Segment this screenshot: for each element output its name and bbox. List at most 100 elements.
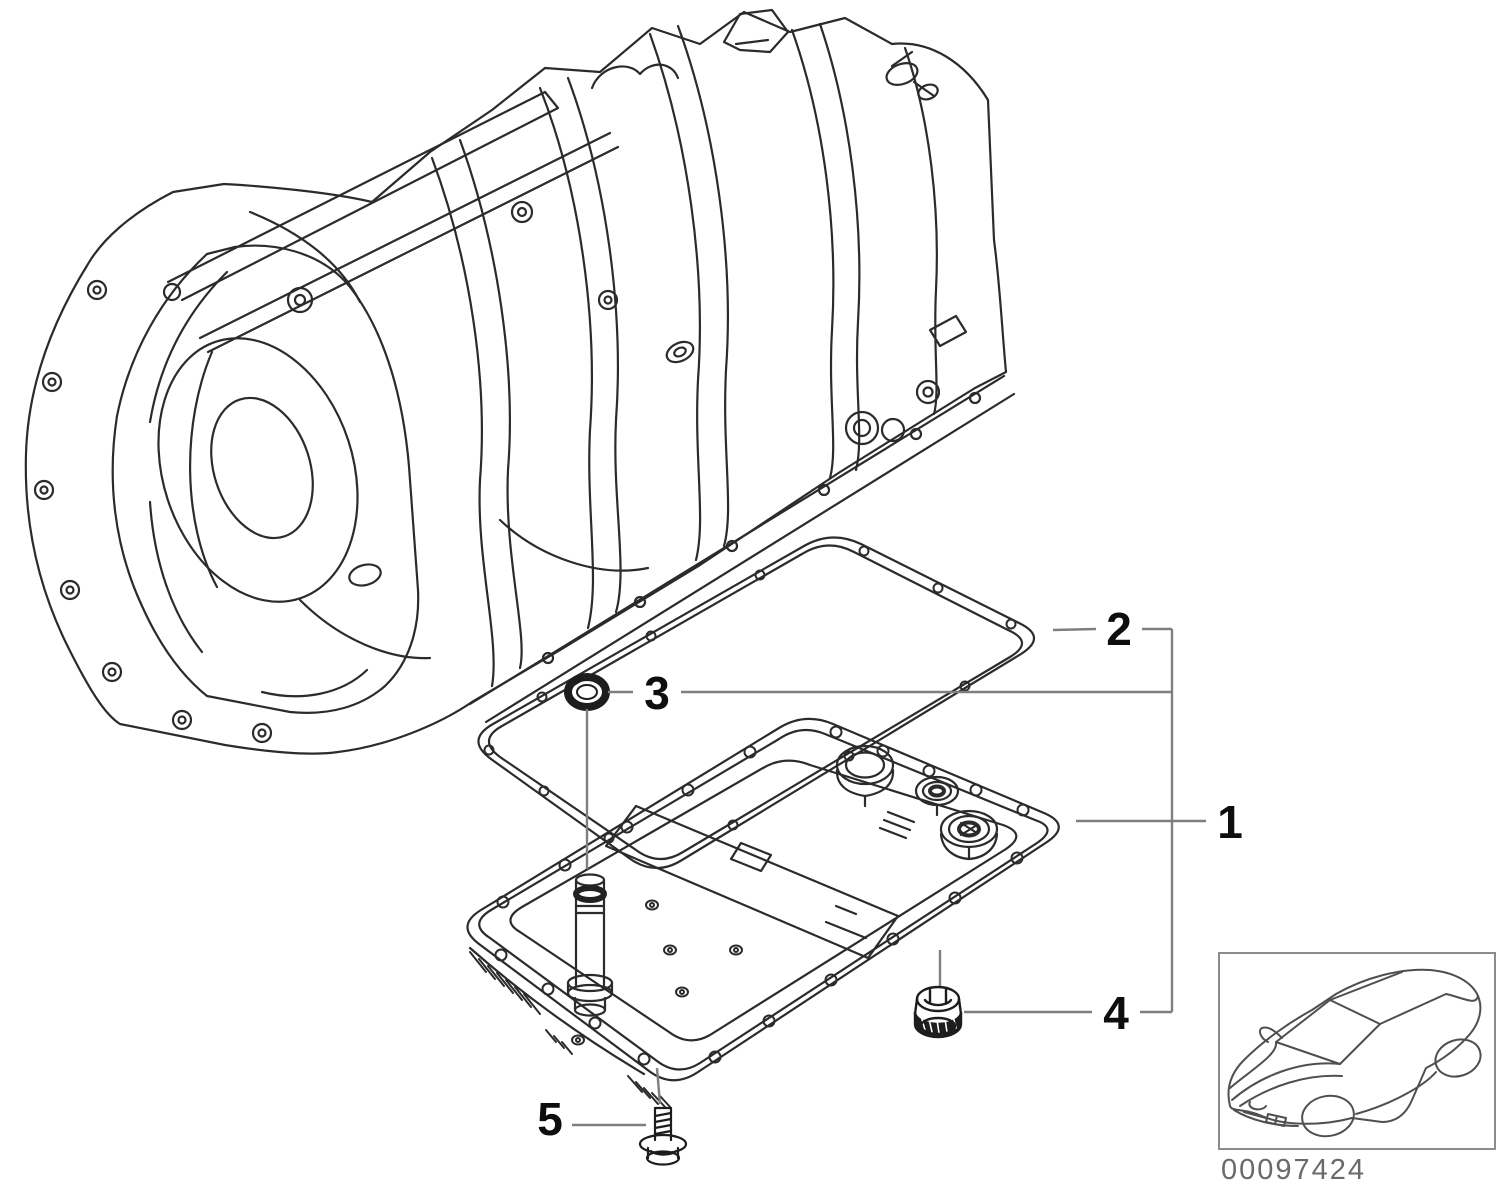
bolt-hole [101, 661, 123, 683]
bolt-hole [41, 371, 63, 393]
solenoid-bracket [928, 314, 968, 348]
bell-flange-bolt-holes [33, 279, 273, 744]
floor-hole-dot [649, 902, 655, 908]
leader-2-left [1052, 627, 1097, 632]
solenoid [922, 386, 934, 398]
car-mirror [1259, 1026, 1283, 1043]
selector-beam [166, 90, 560, 302]
plug-top [915, 985, 961, 1013]
bolt-hole [92, 285, 102, 295]
solenoid [915, 379, 941, 405]
case-hole [510, 200, 534, 224]
pan-wall-line [468, 946, 646, 1076]
tube-flange-bottom [566, 983, 614, 1003]
floor-hole [663, 944, 677, 956]
case-rib-3b [676, 24, 730, 548]
pan-flange-bolt-holes [494, 725, 1030, 1066]
oring-inner [576, 684, 598, 700]
case-rib-3 [648, 32, 702, 562]
car-roof-line [1329, 971, 1447, 1025]
gasket-inner-edge [487, 544, 1024, 861]
callout-4[interactable]: 4 [1103, 987, 1129, 1039]
bell-housing-rim [111, 244, 420, 714]
drain-plug-drawing[interactable] [913, 985, 963, 1039]
pan-flange-inner [478, 728, 1049, 1071]
plug-body [913, 997, 963, 1016]
oring-drawing[interactable] [564, 673, 610, 711]
gasket-hole [754, 569, 766, 581]
pan-hole [886, 932, 900, 946]
pan-hole [1016, 803, 1030, 817]
pan-cavity-edge [509, 759, 1018, 1042]
bolt-hole [47, 377, 57, 387]
boss-c-hex [959, 821, 979, 860]
callout-5[interactable]: 5 [537, 1093, 563, 1145]
pan-hole [708, 1050, 722, 1064]
car-windshield [1275, 999, 1381, 1065]
transmission-drawing[interactable] [24, 8, 1016, 755]
tube-band [573, 885, 607, 903]
rail-boss [909, 427, 923, 441]
pan-platform [604, 804, 900, 960]
pan-hole [743, 745, 757, 759]
rail-boss [725, 539, 739, 553]
car-body-outline [1227, 968, 1482, 1125]
solenoid [852, 418, 872, 438]
hatch [627, 1075, 672, 1109]
car-thumbnail-box[interactable] [1218, 952, 1496, 1150]
case-hole [293, 293, 307, 307]
pan-hole [829, 725, 843, 739]
gasket-outer-edge [477, 536, 1036, 870]
pan-platform-step [729, 841, 868, 940]
case-wire [248, 210, 650, 660]
tube-flange [566, 973, 614, 993]
car-front-detail [1233, 1101, 1299, 1127]
bell-housing-rim-inner [148, 270, 369, 698]
pan-flange-outer [466, 717, 1060, 1082]
boss-a-skirt [835, 768, 895, 808]
screw-head-bottom [645, 1150, 681, 1166]
pan-hole [1010, 851, 1024, 865]
pan-floor-holes [571, 899, 743, 1046]
output-stub [885, 62, 919, 86]
case-hole [603, 295, 613, 305]
transmission-outline [24, 10, 1008, 755]
callout-labels: 1 2 3 4 5 [537, 603, 1243, 1145]
floor-hole-dot [575, 1037, 581, 1043]
gasket-bolt-holes [483, 545, 1017, 844]
case-boss [673, 346, 687, 358]
tube-top [574, 873, 606, 887]
hatch [469, 951, 541, 1015]
tube-lines [575, 904, 605, 915]
case-rib-1 [430, 156, 495, 688]
pan-hole [558, 858, 572, 872]
bolt-hole [59, 579, 81, 601]
bolt-hole [39, 485, 49, 495]
boss-c-inner [947, 814, 991, 844]
bell-opening [157, 337, 359, 603]
bolt-hole [257, 728, 267, 738]
bolt-hole [177, 715, 187, 725]
plug-bottom [919, 1016, 957, 1036]
boss-c-core [957, 820, 981, 838]
floor-hole-dot [667, 947, 673, 953]
pan-hole [876, 744, 890, 758]
callout-2[interactable]: 2 [1106, 603, 1132, 655]
pan-hole [637, 1052, 651, 1066]
gasket-hole [483, 744, 495, 756]
boss-c-skirt [939, 832, 999, 861]
oil-pan-drawing[interactable] [466, 717, 1060, 1109]
floor-hole [571, 1034, 585, 1046]
gasket-drawing[interactable] [477, 536, 1036, 870]
output-stub-side [890, 50, 936, 98]
screw-drawing[interactable] [638, 1106, 688, 1166]
case-rib-4 [790, 28, 835, 480]
callout-1[interactable]: 1 [1217, 796, 1243, 848]
floor-hole [645, 899, 659, 911]
car-grille [1265, 1113, 1287, 1127]
pan-hole [922, 764, 936, 778]
case-boss [348, 563, 382, 587]
callout-3[interactable]: 3 [644, 667, 670, 719]
pan-hole [588, 1016, 602, 1030]
